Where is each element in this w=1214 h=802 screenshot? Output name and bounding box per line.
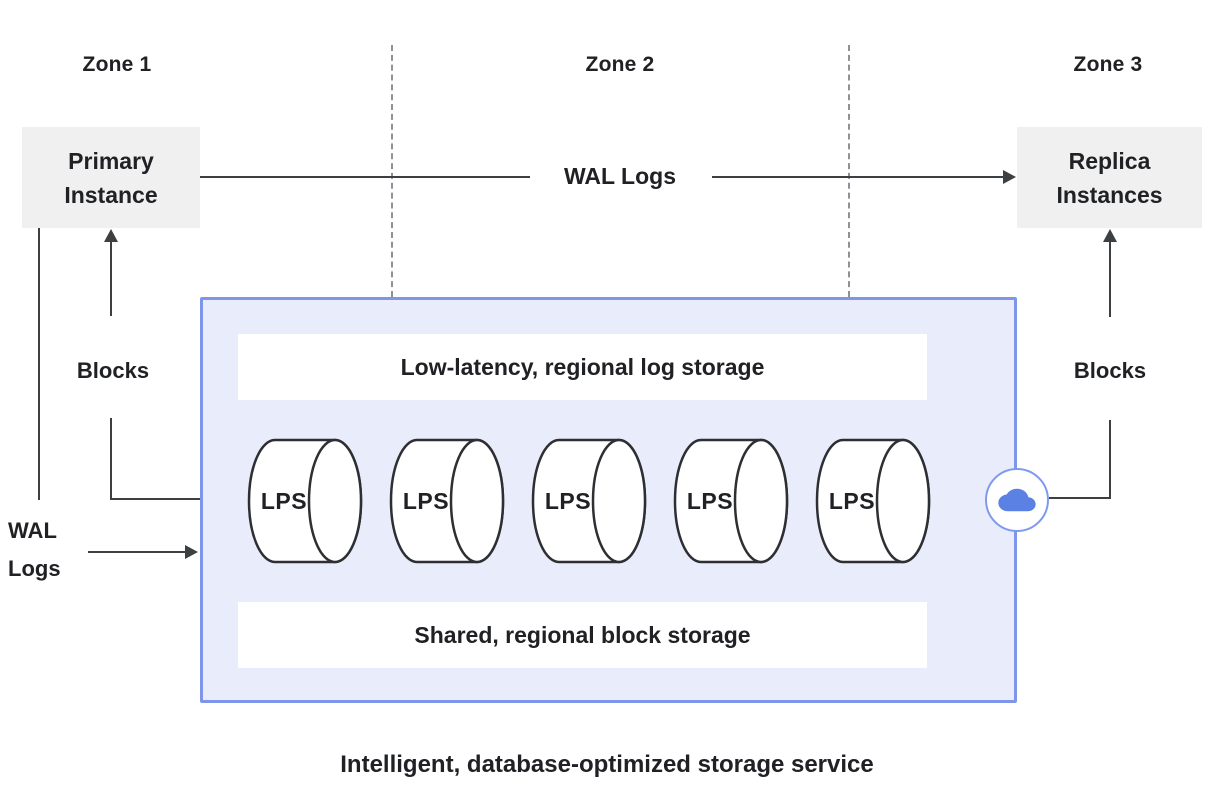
lps-cylinder: LPS: [529, 437, 649, 565]
wal-logs-top-line-right: [712, 176, 1003, 178]
blocks-left-hline: [110, 498, 200, 500]
primary-instance-node: Primary Instance: [22, 127, 200, 228]
diagram-caption: Intelligent, database-optimized storage …: [340, 751, 874, 778]
lps-label: LPS: [828, 487, 876, 514]
cylinder-icon: [815, 438, 931, 564]
blocks-left-vline-upper: [110, 238, 112, 316]
cylinder-icon: [247, 438, 363, 564]
lps-label: LPS: [686, 487, 734, 514]
blocks-right-label: Blocks: [1073, 358, 1147, 383]
blocks-right-vline-upper: [1109, 238, 1111, 317]
replica-instances-node: Replica Instances: [1017, 127, 1202, 228]
zone-separator-2: [848, 45, 850, 297]
lps-cylinder: LPS: [671, 437, 791, 565]
cloud-icon: [998, 488, 1036, 512]
cloud-badge: [985, 468, 1049, 532]
log-storage-label: Low-latency, regional log storage: [400, 353, 765, 380]
zone-1-label: Zone 1: [82, 53, 152, 76]
wal-logs-top-label: WAL Logs: [545, 163, 695, 190]
zone-2-label: Zone 2: [585, 53, 655, 76]
wal-logs-left-line: [88, 551, 187, 553]
wal-logs-top-arrowhead-icon: [1003, 170, 1016, 184]
blocks-right-hline: [1049, 497, 1111, 499]
lps-label: LPS: [260, 487, 308, 514]
blocks-right-arrowhead-icon: [1103, 229, 1117, 242]
lps-label: LPS: [544, 487, 592, 514]
lps-label: LPS: [402, 487, 450, 514]
cylinder-icon: [389, 438, 505, 564]
wal-logs-left-arrowhead-icon: [185, 545, 198, 559]
zone-separator-1: [391, 45, 393, 297]
replica-instances-label: Replica Instances: [1056, 147, 1163, 208]
wal-logs-top-line-left: [200, 176, 530, 178]
log-storage-bar: Low-latency, regional log storage: [238, 334, 927, 400]
wal-logs-left-label: WAL Logs: [8, 518, 61, 581]
lps-cylinder: LPS: [387, 437, 507, 565]
lps-cylinder: LPS: [245, 437, 365, 565]
cylinder-icon: [673, 438, 789, 564]
lps-cylinder: LPS: [813, 437, 933, 565]
primary-instance-label: Primary Instance: [64, 147, 158, 208]
blocks-left-label: Blocks: [76, 358, 150, 383]
block-storage-label: Shared, regional block storage: [414, 621, 751, 648]
block-storage-bar: Shared, regional block storage: [238, 602, 927, 668]
blocks-left-vline-lower: [110, 418, 112, 500]
blocks-left-arrowhead-icon: [104, 229, 118, 242]
zone-3-label: Zone 3: [1073, 53, 1143, 76]
wal-logs-left-vline: [38, 228, 40, 500]
cylinder-icon: [531, 438, 647, 564]
blocks-right-vline-lower: [1109, 420, 1111, 499]
